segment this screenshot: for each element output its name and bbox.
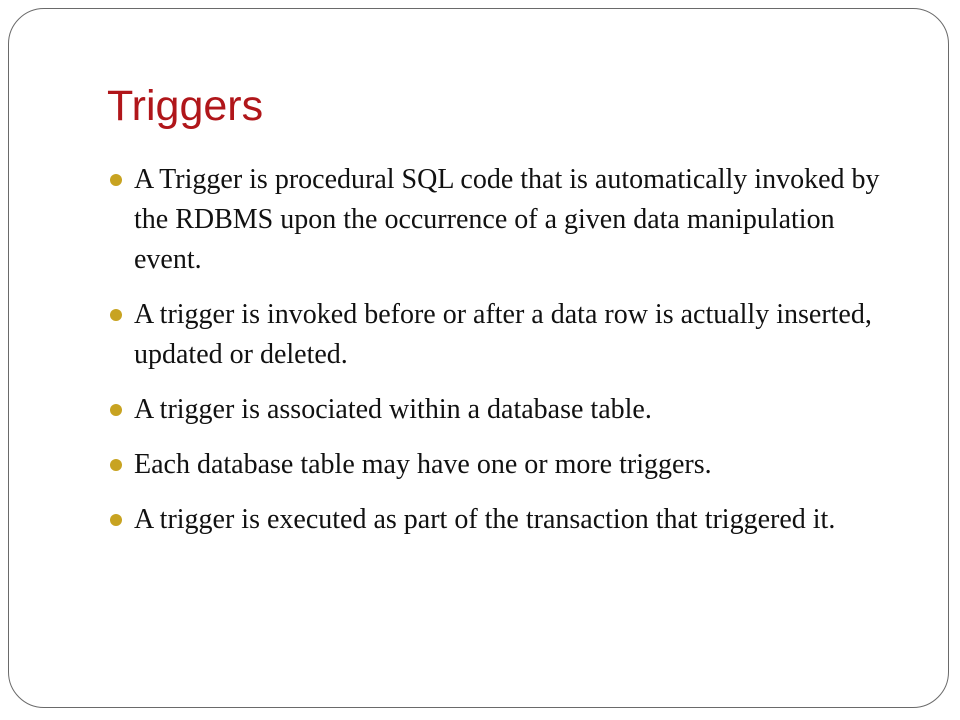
round-bullet-icon [110,174,122,186]
bullet-text: A trigger is executed as part of the tra… [134,504,836,535]
bullet-item: A trigger is associated within a databas… [107,390,907,430]
bullet-text: Each database table may have one or more… [134,449,712,480]
round-bullet-icon [110,514,122,526]
round-bullet-icon [110,309,122,321]
bullet-text: A Trigger is procedural SQL code that is… [134,164,880,275]
bullet-item: Each database table may have one or more… [107,445,907,485]
slide-title: Triggers [107,82,264,130]
bullet-item: A trigger is executed as part of the tra… [107,500,907,540]
bullet-item: A trigger is invoked before or after a d… [107,295,907,375]
round-bullet-icon [110,459,122,471]
slide-frame [8,8,949,708]
round-bullet-icon [110,404,122,416]
bullet-list: A Trigger is procedural SQL code that is… [107,160,907,555]
bullet-text: A trigger is associated within a databas… [134,394,652,425]
bullet-text: A trigger is invoked before or after a d… [134,299,872,370]
bullet-item: A Trigger is procedural SQL code that is… [107,160,907,280]
